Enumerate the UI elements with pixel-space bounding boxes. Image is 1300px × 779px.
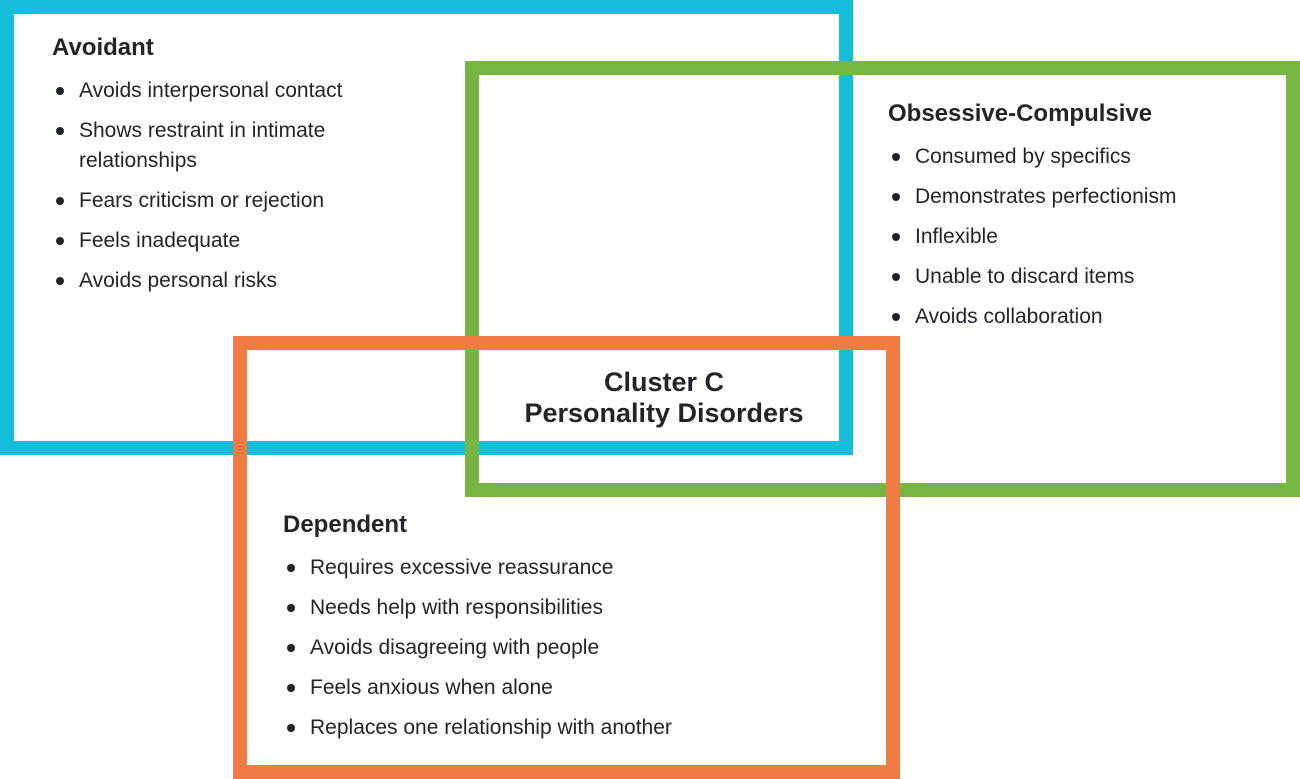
obsessive-compulsive-list: Consumed by specifics Demonstrates perfe… — [888, 142, 1268, 332]
avoidant-list: Avoids interpersonal contact Shows restr… — [52, 76, 412, 296]
diagram-title: Cluster C Personality Disorders — [464, 367, 864, 429]
list-item: Shows restraint in intimate relationship… — [52, 116, 412, 176]
dependent-box: Dependent Requires excessive reassurance… — [283, 511, 763, 753]
dependent-rectangle-frame — [233, 336, 900, 779]
list-item: Consumed by specifics — [888, 142, 1268, 172]
list-item: Replaces one relationship with another — [283, 713, 763, 743]
diagram-title-line1: Cluster C — [603, 367, 725, 397]
list-item: Needs help with responsibilities — [283, 593, 763, 623]
list-item: Avoids disagreeing with people — [283, 633, 763, 663]
list-item: Inflexible — [888, 222, 1268, 252]
dependent-heading: Dependent — [283, 511, 408, 538]
obsessive-compulsive-rectangle-frame — [465, 61, 1300, 497]
obsessive-compulsive-box: Obsessive-Compulsive Consumed by specifi… — [888, 100, 1268, 342]
list-item: Avoids personal risks — [52, 266, 412, 296]
avoidant-box: Avoidant Avoids interpersonal contact Sh… — [52, 34, 412, 306]
diagram-title-line2: Personality Disorders — [524, 398, 804, 428]
list-item: Feels anxious when alone — [283, 673, 763, 703]
avoidant-heading: Avoidant — [52, 34, 154, 61]
dependent-list: Requires excessive reassurance Needs hel… — [283, 553, 763, 743]
list-item: Demonstrates perfectionism — [888, 182, 1268, 212]
list-item: Avoids interpersonal contact — [52, 76, 412, 106]
list-item: Requires excessive reassurance — [283, 553, 763, 583]
list-item: Fears criticism or rejection — [52, 186, 412, 216]
list-item: Avoids collaboration — [888, 302, 1268, 332]
list-item: Feels inadequate — [52, 226, 412, 256]
list-item: Unable to discard items — [888, 262, 1268, 292]
obsessive-compulsive-heading: Obsessive-Compulsive — [888, 100, 1153, 127]
